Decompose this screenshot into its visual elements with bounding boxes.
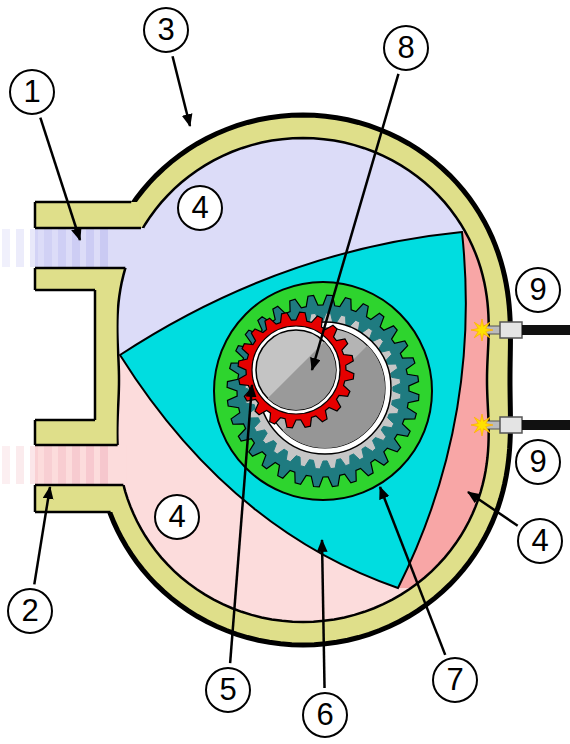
callout-number: 8 [385, 27, 427, 68]
callout-number: 6 [304, 694, 346, 735]
callout-number: 5 [207, 669, 249, 710]
stationary-gear [238, 312, 354, 428]
callout-number: 9 [517, 441, 559, 482]
spark [471, 414, 493, 436]
callout-number: 4 [179, 187, 221, 228]
leader-line [230, 385, 252, 663]
exhaust-flow [30, 446, 38, 484]
port-wall-edge [94, 290, 97, 420]
intake-flow [58, 229, 66, 267]
callout-number: 3 [145, 9, 187, 50]
spark [471, 319, 493, 341]
rotor-internal-gear [227, 295, 419, 487]
port-wall [35, 202, 140, 228]
port-wall-edge [35, 201, 131, 204]
callout-circle: 9 [515, 439, 561, 485]
port-wall-edge [35, 289, 95, 292]
intake-flow [16, 229, 24, 267]
callout-circle: 7 [432, 657, 478, 703]
callout-circle: 9 [515, 267, 561, 313]
port-wall-edge [34, 420, 37, 445]
chamber-wall [117, 138, 488, 622]
callout-circle: 1 [9, 69, 55, 115]
exhaust-port [35, 445, 126, 485]
callout-circle: 5 [205, 667, 251, 713]
callout-number: 9 [517, 269, 559, 310]
intake-flow [100, 229, 108, 267]
intake-flow [86, 229, 94, 267]
exhaust-flow [44, 446, 52, 484]
eccentric-shaft-shade [268, 342, 336, 410]
intake-port [35, 228, 144, 268]
exhaust-flow [58, 446, 66, 484]
callout-circle: 4 [177, 185, 223, 231]
leader-line [322, 540, 325, 688]
port-wall-edge [35, 419, 95, 422]
port-wall-edge [35, 227, 141, 230]
callout-number: 7 [434, 659, 476, 700]
callout-circle: 3 [143, 7, 189, 53]
intake-flow [44, 229, 52, 267]
callout-circle: 4 [154, 494, 200, 540]
callout-number: 4 [156, 496, 198, 537]
exhaust-flow [72, 446, 80, 484]
intake-flow [30, 229, 38, 267]
shaft-bearing [252, 326, 340, 414]
leader-line [40, 118, 80, 240]
intake-flow [2, 229, 10, 267]
leader-line [468, 492, 518, 526]
exhaust-flow [100, 446, 108, 484]
callout-circle: 8 [383, 25, 429, 71]
callout-circle: 4 [517, 518, 563, 564]
callout-number: 2 [9, 590, 51, 631]
callout-number: 1 [11, 71, 53, 112]
leader-line [380, 487, 445, 655]
port-wall-edge [34, 202, 37, 228]
eccentric-shaft [256, 330, 336, 410]
port-wall-edge [35, 444, 118, 447]
exhaust-flow [86, 446, 94, 484]
callout-circle: 2 [7, 588, 53, 634]
exhaust-flow [2, 446, 10, 484]
port-wall-edge [34, 268, 37, 290]
port-wall-edge [35, 267, 125, 270]
port-wall-edge [35, 484, 123, 487]
port-gap [33, 290, 95, 420]
leader-line [312, 74, 398, 370]
leader-line [173, 56, 190, 126]
spark-plug-body [500, 322, 522, 338]
port-wall-edge [34, 485, 37, 512]
exhaust-flow [16, 446, 24, 484]
spark-plug-body [500, 417, 522, 433]
rotor [120, 232, 466, 588]
leader-line [34, 487, 50, 584]
callout-number: 4 [519, 520, 561, 561]
spark-plug-lead [522, 325, 570, 335]
callout-circle: 6 [302, 692, 348, 738]
spark-plug-lead [522, 420, 570, 430]
